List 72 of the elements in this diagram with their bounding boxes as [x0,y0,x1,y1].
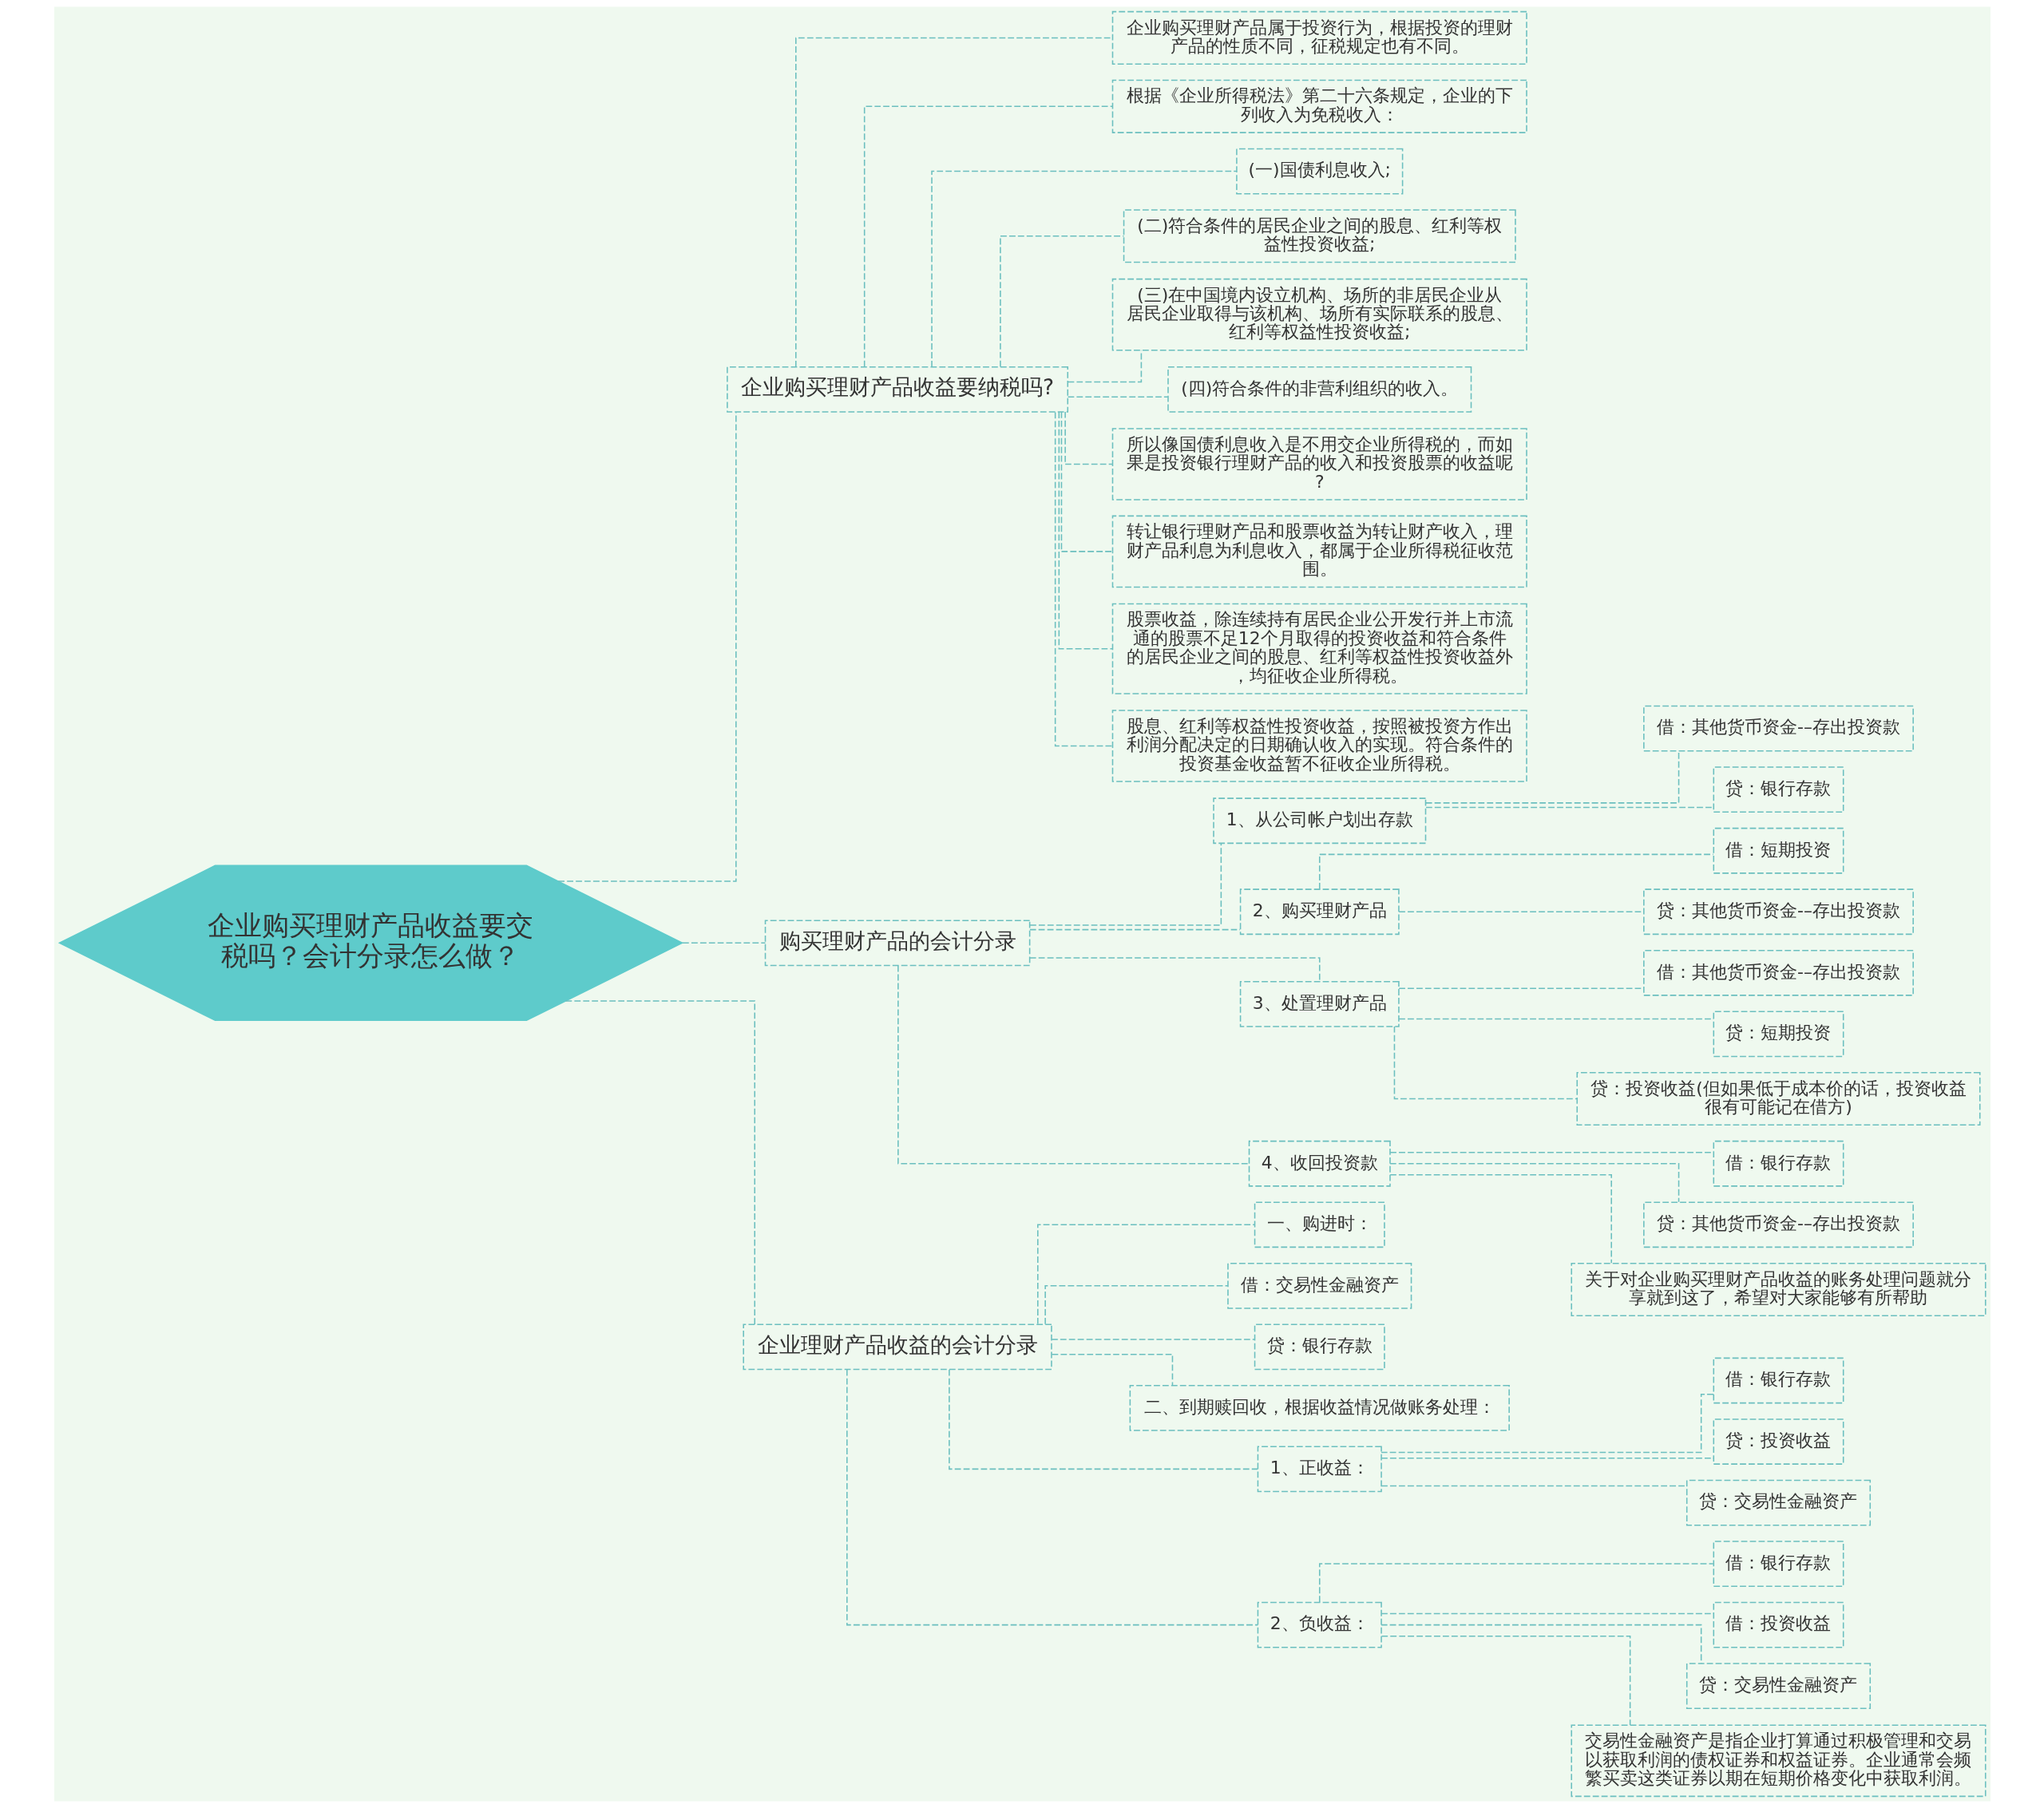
node-box: 2、负收益： [1257,1601,1382,1648]
node-box: 贷：投资收益(但如果低于成本价的话，投资收益很有可能记在借方) [1576,1071,1980,1126]
node-box: 股票收益，除连续持有居民企业公开发行并上市流通的股票不足12个月取得的投资收益和符合条件的居民企业之间的股息、红利等权益性投资收益外，均征收企业所得税。 [1111,603,1527,694]
connector [930,170,1237,368]
connector [1067,396,1168,398]
connector [1380,1485,1687,1487]
node-box: 借：短期投资 [1713,827,1844,874]
node-box: 贷：其他货币资金-–存出投资款 [1642,888,1914,936]
node-box: 借：银行存款 [1713,1140,1844,1187]
node-box: 贷：银行存款 [1713,766,1844,813]
node-box: 贷：短期投资 [1713,1011,1844,1058]
node-box: (三)在中国境内设立机构、场所的非居民企业从居民企业取得与该机构、场所有实际联系的股息、红利等权益性投资收益; [1111,278,1527,351]
node-box: 借：其他货币资金-–存出投资款 [1642,949,1914,996]
connector [1050,1339,1255,1340]
node-box: 1、从公司帐户划出存款 [1212,797,1426,845]
node-box: 企业购买理财产品属于投资行为，根据投资的理财产品的性质不同，征税规定也有不同。 [1111,10,1527,65]
node-box: 交易性金融资产是指企业打算通过积极管理和交易以获取利润的债权证券和权益证券。企业通常会频繁买卖这类证券以期在短期价格变化中获取利润。 [1570,1724,1987,1798]
node-box: 借：交易性金融资产 [1226,1262,1412,1309]
node-box: (二)符合条件的居民企业之间的股息、红利等权益性投资收益; [1123,209,1516,263]
connector [1064,411,1113,465]
node-box: 二、到期赎回收，根据收益情况做账务处理： [1129,1384,1510,1431]
node-box: 借：其他货币资金-–存出投资款 [1642,705,1914,752]
connector [948,1369,1258,1470]
node-box: 贷：银行存款 [1254,1323,1385,1371]
node-box: 贷：交易性金融资产 [1686,1663,1871,1710]
connector [1388,1162,1679,1203]
connector [1318,853,1714,890]
node-box: 2、购买理财产品 [1239,888,1400,936]
connector [557,411,737,882]
node-box: (一)国债利息收入; [1235,148,1403,195]
node-box: 关于对企业购买理财产品收益的账务处理问题就分享就到这了，希望对大家能够有所帮助 [1570,1262,1987,1317]
connector [1028,842,1222,926]
node-box: 贷：其他货币资金-–存出投资款 [1642,1201,1914,1248]
connector [1060,411,1113,552]
node-box: 根据《企业所得税法》第二十六条规定，企业的下列收入为免税收入： [1111,79,1527,133]
connector [1028,957,1321,983]
node-box: 所以像国债利息收入是不用交企业所得税的，而如果是投资银行理财产品的收入和投资股票的收益呢? [1111,428,1527,500]
connector [897,965,1250,1165]
connector [681,942,766,944]
connector [1380,1624,1701,1664]
connector [1028,928,1241,931]
node-box: 借：银行存款 [1713,1541,1844,1587]
connector [1044,1285,1229,1325]
connector [863,105,1113,368]
connector [1054,411,1113,747]
connector [1424,750,1679,804]
connector [1058,411,1113,650]
node-box: 一、购进时： [1254,1201,1385,1248]
connector [846,1369,1258,1626]
node-box: (四)符合条件的非营利组织的收入。 [1167,366,1472,413]
connector [1424,806,1714,809]
connector [1380,1635,1630,1726]
node-box: 借：银行存款 [1713,1357,1844,1404]
connector [1036,1224,1255,1325]
connector [999,235,1124,368]
node-box: 企业购买理财产品收益要纳税吗? [726,366,1068,413]
node-box: 3、处置理财产品 [1239,980,1400,1027]
node-box: 贷：投资收益 [1713,1418,1844,1465]
node-box: 4、收回投资款 [1248,1140,1391,1187]
connector [1051,1353,1173,1386]
node-box: 贷：交易性金融资产 [1686,1479,1871,1526]
node-box: 转让银行理财产品和股票收益为转让财产收入，理财产品利息为利息收入，都属于企业所得税征收范围。 [1111,515,1527,588]
connector [794,37,1113,368]
connector [1388,1174,1612,1264]
connector [1393,1026,1578,1100]
node-box: 股息、红利等权益性投资收益，按照被投资方作出利润分配决定的日期确认收入的实现。符合条件的投资基金收益暂不征收企业所得税。 [1111,710,1527,782]
node-box: 借：投资收益 [1713,1601,1844,1648]
connector [1318,1563,1714,1603]
node-box: 1、正收益： [1257,1446,1382,1493]
node-box: 企业理财产品收益的会计分录 [742,1323,1052,1371]
connector [564,1000,755,1325]
node-box: 购买理财产品的会计分录 [764,920,1030,967]
